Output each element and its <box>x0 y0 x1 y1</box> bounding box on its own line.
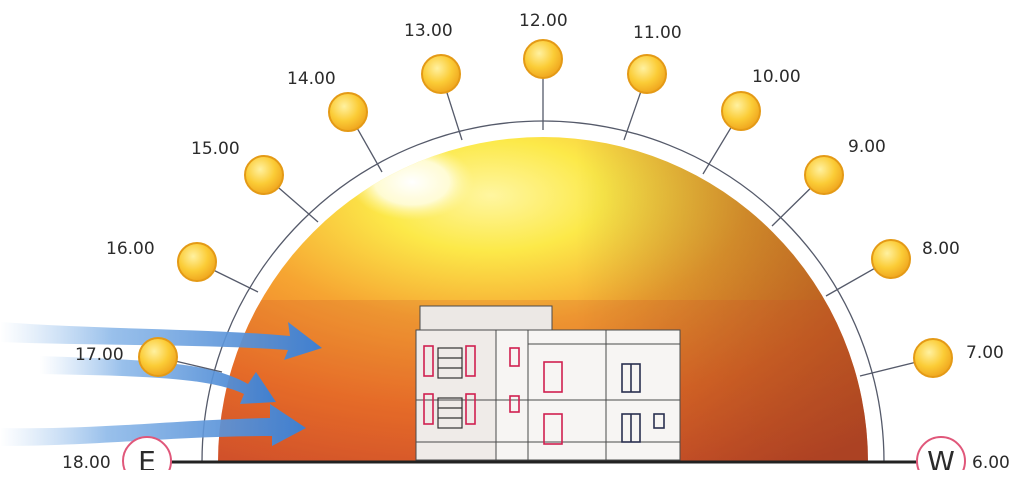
hour-label: 13.00 <box>404 21 453 41</box>
sun-icon <box>627 54 667 94</box>
hour-marker: 17.00 <box>75 337 223 377</box>
hour-marker: 18.00 <box>62 453 111 473</box>
hour-label: 18.00 <box>62 453 111 473</box>
hour-label: 12.00 <box>519 11 568 31</box>
sun-icon <box>721 91 761 131</box>
hour-marker: 7.00 <box>859 338 1004 378</box>
sun-icon <box>244 155 284 195</box>
sun-positions: 18.00 17.00 16.00 15.00 14.00 13.00 12.00 11.00… <box>62 11 1010 473</box>
wind-arrow-icon <box>40 356 276 404</box>
wind-arrow-icon <box>0 404 306 446</box>
hour-marker: 16.00 <box>106 239 259 293</box>
hour-marker: 9.00 <box>771 137 886 227</box>
sky-dome <box>218 137 868 462</box>
compass-east-label: E <box>138 445 156 478</box>
hour-marker: 12.00 <box>519 11 568 130</box>
hour-marker: 15.00 <box>191 139 319 223</box>
sun-icon <box>421 54 461 94</box>
hour-label: 8.00 <box>922 239 960 259</box>
hour-label: 9.00 <box>848 137 886 157</box>
sun-icon <box>804 155 844 195</box>
hour-label: 16.00 <box>106 239 155 259</box>
hour-label: 15.00 <box>191 139 240 159</box>
sun-icon <box>328 92 368 132</box>
hour-label: 17.00 <box>75 345 124 365</box>
hour-marker: 11.00 <box>623 23 682 141</box>
hour-marker: 6.00 <box>972 453 1010 473</box>
sun-icon <box>177 242 217 282</box>
bottom-margin <box>0 470 1021 486</box>
hour-label: 7.00 <box>966 343 1004 363</box>
sun-icon <box>913 338 953 378</box>
sun-icon <box>523 39 563 79</box>
hour-marker: 14.00 <box>287 69 383 173</box>
sun-icon <box>138 337 178 377</box>
hour-label: 11.00 <box>633 23 682 43</box>
hour-label: 6.00 <box>972 453 1010 473</box>
hour-label: 14.00 <box>287 69 336 89</box>
hour-marker: 8.00 <box>825 239 960 297</box>
building-elevation <box>415 305 681 461</box>
hour-marker: 10.00 <box>702 67 801 175</box>
hour-marker: 13.00 <box>404 21 463 141</box>
sun-glare <box>350 144 474 220</box>
sun-icon <box>871 239 911 279</box>
hour-label: 10.00 <box>752 67 801 87</box>
